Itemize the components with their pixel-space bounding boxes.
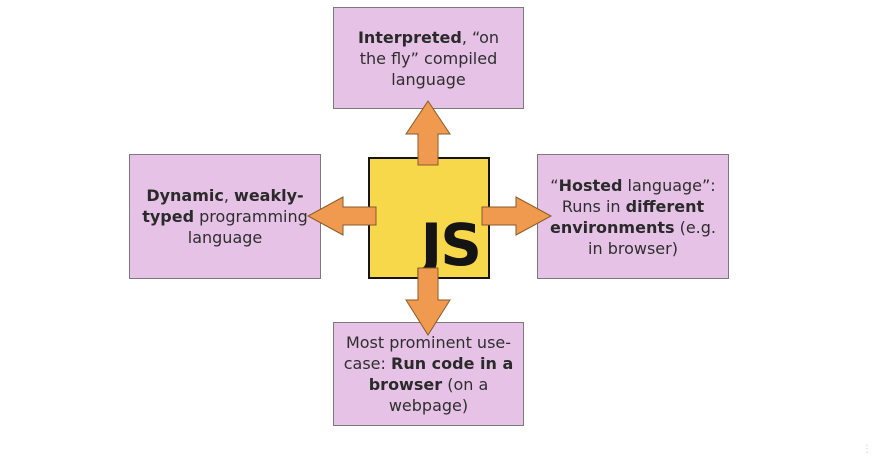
box-dynamic-typing: Dynamic, weakly-typed programming langua… [129, 154, 321, 279]
box-browser-use-case: Most prominent use-case: Run code in a b… [333, 322, 524, 426]
box-bottom-bold-run-code: Run code in a browser [368, 354, 514, 394]
box-bottom-text: Most prominent use-case: Run code in a b… [340, 332, 517, 416]
box-interpreted-language: Interpreted, “on the fly” compiled langu… [333, 7, 524, 109]
box-hosted-language: “Hosted language”: Runs in different env… [537, 154, 729, 279]
box-left-bold-weakly-typed: weakly-typed [142, 186, 304, 226]
arrow-up [405, 100, 451, 166]
box-bottom-text-start: Most prominent use-case: [343, 333, 512, 373]
box-right-open-quote: “ [550, 175, 559, 195]
box-right-bold-hosted: Hosted [558, 175, 623, 195]
box-left-text: Dynamic, weakly-typed programming langua… [140, 185, 310, 248]
box-bottom-text-rest: (on a webpage) [388, 375, 489, 415]
box-top-bold-interpreted: Interpreted [357, 27, 462, 47]
box-left-text-rest: programming language [187, 207, 308, 247]
box-right-text: “Hosted language”: Runs in different env… [544, 175, 722, 259]
box-right-text-rest: (e.g. in browser) [588, 217, 716, 258]
javascript-logo: JS [368, 157, 490, 279]
box-left-separator: , [223, 186, 235, 205]
box-top-text-rest: , “on the fly” compiled language [359, 27, 500, 89]
box-left-bold-dynamic: Dynamic [146, 186, 224, 205]
javascript-logo-text: JS [420, 211, 482, 279]
box-right-text-middle: language”: Runs in [561, 175, 716, 216]
box-right-bold-environments: different environments [549, 196, 705, 237]
slide-corner-mark: ⋮ [862, 444, 872, 455]
box-top-text: Interpreted, “on the fly” compiled langu… [344, 27, 513, 90]
